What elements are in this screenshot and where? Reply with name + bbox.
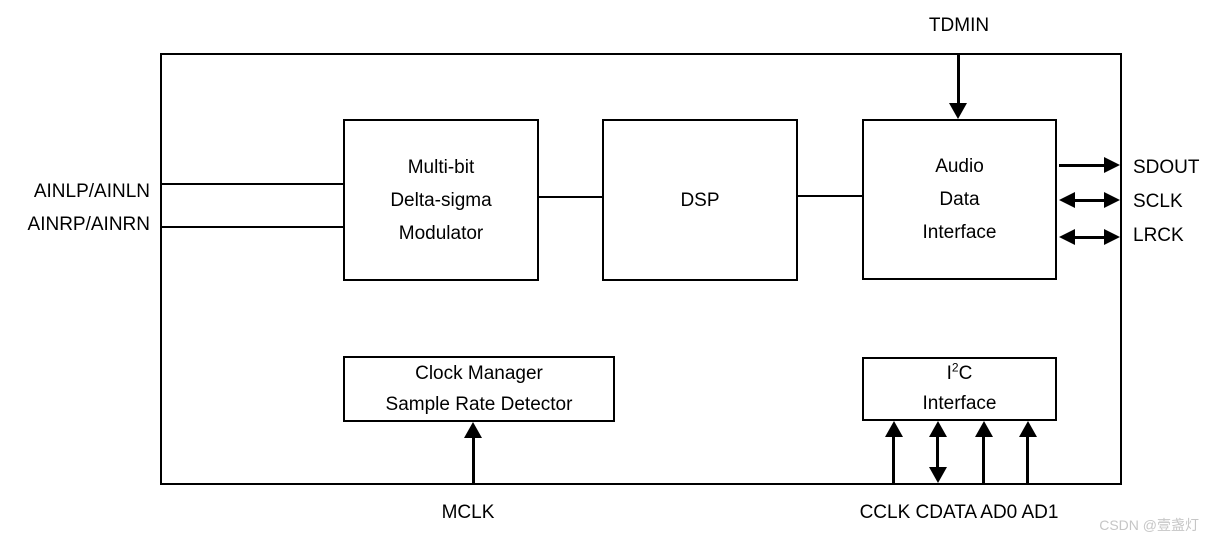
cdata-arrow-stem [936,436,939,468]
block-label-line: Data [939,189,980,210]
cdata-arrowhead-down [929,467,947,483]
block-label-line: Interface [922,222,997,243]
block-label-line: Audio [935,156,984,177]
block-label-line: Clock Manager [415,363,543,384]
ad0-arrowhead-up [975,421,993,437]
block-multibit-delta-sigma-modulator: Multi-bit Delta-sigma Modulator [343,119,539,281]
block-label-line: Interface [922,393,997,414]
tdmin-arrowhead-down [949,103,967,119]
ad1-arrowhead-up [1019,421,1037,437]
wire-modulator-to-dsp [539,196,602,198]
block-clock-manager-sample-rate-detector: Clock Manager Sample Rate Detector [343,356,615,422]
chip-boundary [160,53,1122,485]
cclk-arrow-stem [892,436,895,483]
mclk-arrowhead-up [464,422,482,438]
pin-label-lrck: LRCK [1133,225,1184,246]
sclk-arrowhead-left [1059,192,1075,208]
lrck-arrowhead-left [1059,229,1075,245]
sdout-arrowhead-right [1104,157,1120,173]
pin-label-sdout: SDOUT [1133,157,1200,178]
block-label-line: Multi-bit [407,156,475,178]
block-label-line: Modulator [398,222,484,244]
block-i2c-interface: I2C Interface [862,357,1057,421]
sclk-arrowhead-right [1104,192,1120,208]
block-dsp: DSP [602,119,798,281]
lrck-arrow-stem [1075,236,1105,239]
pin-label-ainrp-ainrn: AINRP/AINRN [27,214,150,235]
block-audio-data-interface: Audio Data Interface [862,119,1057,280]
wire-ainrp-ainrn [162,226,343,228]
tdmin-arrow-stem [957,55,960,104]
i2c-superscript: 2 [951,360,959,375]
pin-label-control-group: CCLK CDATA AD0 AD1 [859,502,1059,523]
pin-label-tdmin: TDMIN [928,15,990,36]
wire-ainlp-ainln [162,183,343,185]
pin-label-ainlp-ainln: AINLP/AINLN [33,181,150,202]
wire-dsp-to-audio-interface [798,195,862,197]
pin-label-sclk: SCLK [1133,191,1183,212]
block-label-line: Delta-sigma [390,189,492,211]
ad1-arrow-stem [1026,436,1029,483]
cclk-arrowhead-up [885,421,903,437]
sdout-arrow-stem [1059,164,1105,167]
block-label-line: Sample Rate Detector [385,394,573,415]
pin-label-mclk: MCLK [441,502,495,523]
mclk-arrow-stem [472,437,475,483]
block-label-line: I2C [946,360,973,384]
cdata-arrowhead-up [929,421,947,437]
lrck-arrowhead-right [1104,229,1120,245]
ad0-arrow-stem [982,436,985,483]
block-label-line: DSP [680,189,720,211]
watermark: CSDN @壹盏灯 [1099,517,1199,533]
sclk-arrow-stem [1075,199,1105,202]
